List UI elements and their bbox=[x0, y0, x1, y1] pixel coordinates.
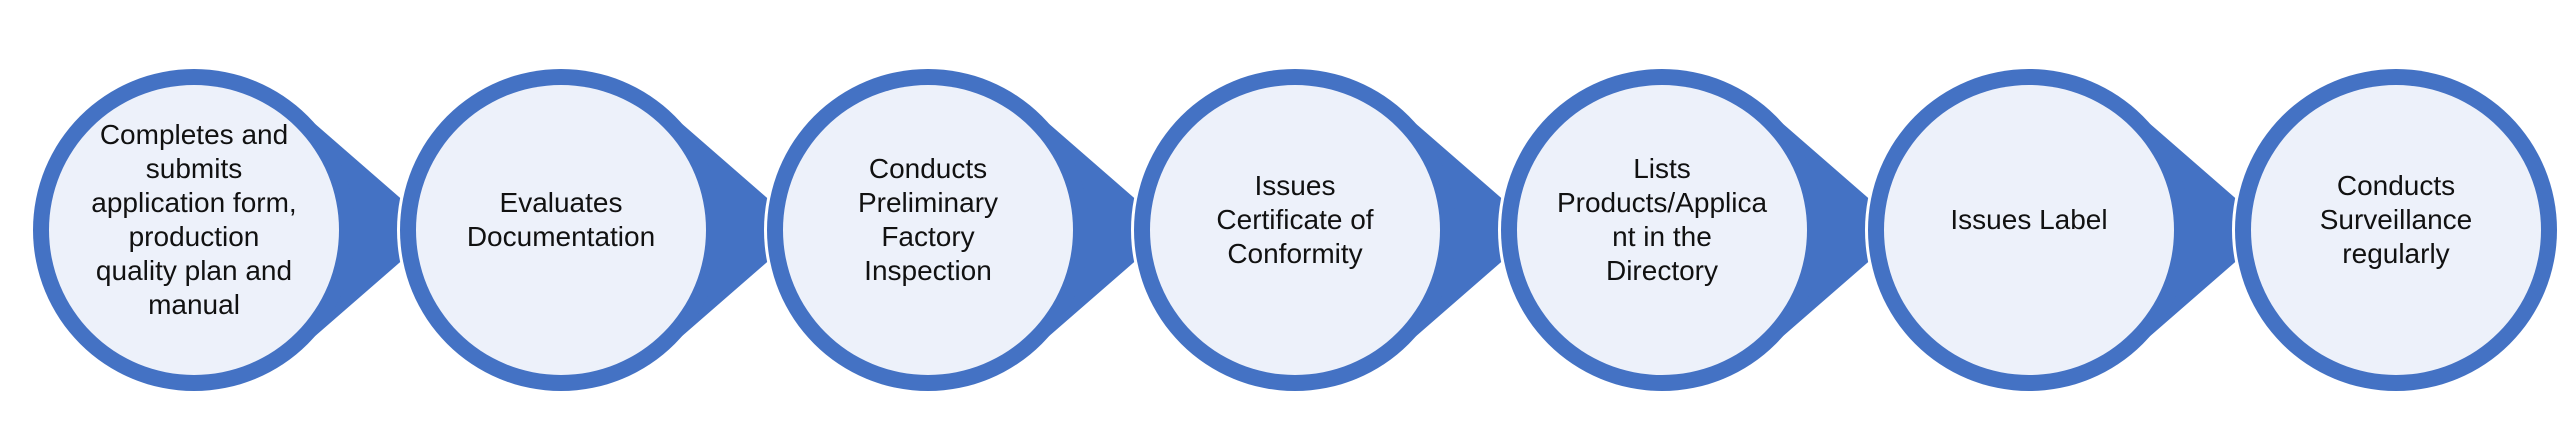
step-label: Evaluates Documentation bbox=[466, 187, 656, 252]
step-circle bbox=[1150, 85, 1440, 375]
step-label: Conducts Preliminary Factory Inspection bbox=[857, 153, 999, 286]
step-circle bbox=[49, 85, 339, 375]
process-step-6 bbox=[1865, 66, 2272, 394]
process-step-2 bbox=[397, 66, 804, 394]
step-circle bbox=[783, 85, 1073, 375]
step-circle bbox=[1517, 85, 1807, 375]
process-step-4 bbox=[1131, 66, 1538, 394]
step-label: Conducts Surveillance regularly bbox=[2319, 170, 2473, 269]
step-label: Lists Products/Applica nt in the Directo… bbox=[1556, 153, 1768, 286]
process-step-1 bbox=[30, 66, 437, 394]
step-circle bbox=[1884, 85, 2174, 375]
step-label: Completes and submits application form, … bbox=[91, 119, 297, 320]
step-label: Issues Label bbox=[1950, 204, 2108, 235]
step-circle bbox=[416, 85, 706, 375]
process-step-5 bbox=[1498, 66, 1905, 394]
process-step-3 bbox=[764, 66, 1171, 394]
step-circle bbox=[2251, 85, 2541, 375]
process-step-7 bbox=[2232, 66, 2560, 394]
step-label: Issues Certificate of Conformity bbox=[1216, 170, 1374, 269]
